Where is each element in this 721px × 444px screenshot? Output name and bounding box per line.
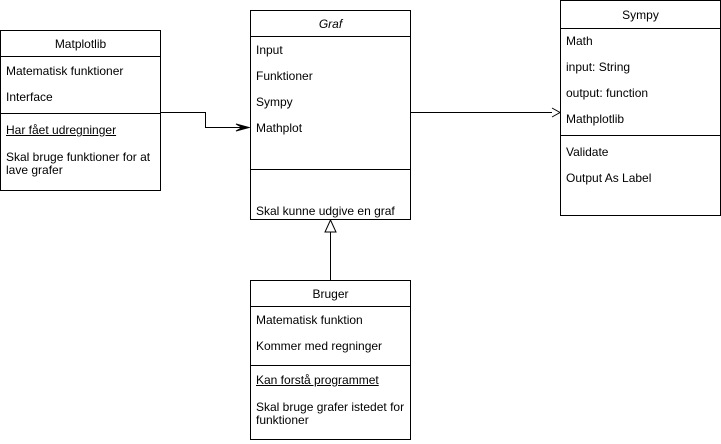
attribute: Kommer med regninger: [256, 339, 383, 353]
attribute: Interface: [6, 90, 53, 104]
compartment-divider: [251, 169, 410, 170]
class-name: Sympy: [561, 1, 720, 29]
arrowhead-open: [551, 107, 562, 118]
method: Kan forstå programmet: [256, 373, 379, 387]
attribute: Sympy: [256, 95, 293, 109]
method: Skal kunne udgive en graf: [256, 204, 395, 218]
arrowhead-open: [235, 123, 251, 132]
compartment-divider: [251, 365, 410, 366]
class-bruger[interactable]: Bruger Matematisk funktion Kommer med re…: [250, 280, 411, 440]
method: Skal bruge funktioner for at lave grafer: [6, 150, 151, 177]
class-sympy[interactable]: Sympy Math input: String output: functio…: [560, 0, 721, 216]
class-name: Graf: [251, 11, 410, 37]
class-name: Bruger: [251, 281, 410, 307]
attribute: Matematisk funktioner: [6, 64, 124, 78]
attribute: Funktioner: [256, 69, 313, 83]
attribute: input: String: [566, 60, 631, 74]
attribute: Math: [566, 34, 593, 48]
method: Output As Label: [566, 171, 652, 185]
attribute: Matematisk funktion: [256, 313, 363, 327]
method: Har fået udregninger: [6, 123, 117, 137]
method: Skal bruge grafer istedet for funktioner: [256, 400, 405, 427]
class-graf[interactable]: Graf Input Funktioner Sympy Mathplot Ska…: [250, 10, 411, 220]
compartment-divider: [1, 113, 160, 114]
method: Validate: [566, 145, 609, 159]
class-name: Matplotlib: [1, 31, 160, 57]
generalization-triangle: [324, 218, 337, 233]
class-matplotlib[interactable]: Matplotlib Matematisk funktioner Interfa…: [0, 30, 161, 191]
attribute: Mathplotlib: [566, 112, 625, 126]
attribute: Input: [256, 43, 283, 57]
association-matplotlib-graf: [160, 112, 242, 128]
attribute: Mathplot: [256, 121, 303, 135]
attribute: output: function: [566, 86, 649, 100]
compartment-divider: [561, 135, 720, 136]
